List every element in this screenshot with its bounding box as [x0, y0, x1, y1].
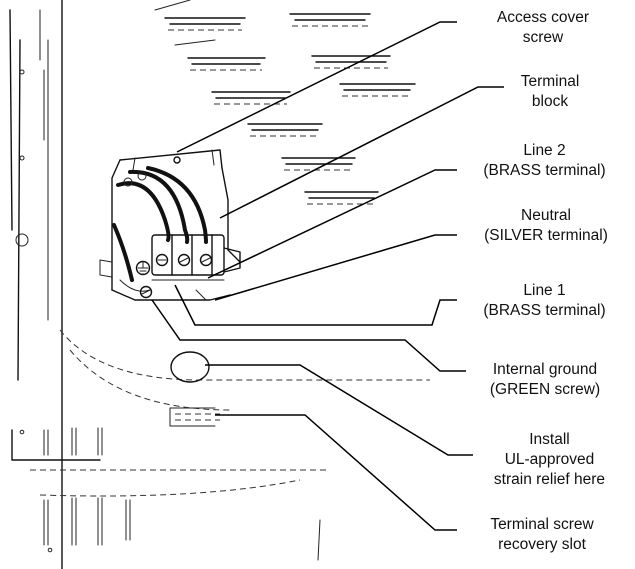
callout-line: (SILVER terminal) [484, 227, 608, 244]
callout-line: Terminal [520, 73, 580, 90]
callout-line: block [531, 93, 569, 110]
callout-line: strain relief here [493, 471, 606, 488]
callout-line-1: Line 1 (BRASS terminal) [462, 281, 627, 321]
terminal-box [99, 149, 241, 301]
ground-screw [135, 260, 153, 299]
leader-internal-ground [151, 299, 466, 372]
callout-line: Internal ground [492, 361, 598, 378]
leader-neutral [214, 234, 457, 301]
callout-line: recovery slot [498, 536, 586, 553]
callout-line: (GREEN screw) [489, 381, 601, 398]
leader-access-cover-screw [176, 21, 457, 153]
callout-line-2: Line 2 (BRASS terminal) [462, 141, 627, 181]
callout-line: Line 2 [523, 142, 566, 159]
callout-strain-relief: Install UL-approved strain relief here [472, 430, 627, 490]
callout-line: Access cover [496, 9, 590, 26]
strain-relief-hole [170, 351, 210, 383]
callout-line: Neutral [521, 207, 571, 224]
callout-line: Install [529, 431, 570, 448]
callout-line: (BRASS terminal) [483, 302, 606, 319]
callout-recovery-slot: Terminal screw recovery slot [462, 515, 622, 555]
callout-terminal-block: Terminal block [490, 72, 610, 112]
leader-terminal-block [219, 86, 504, 219]
callout-line: screw [522, 29, 564, 46]
callout-internal-ground: Internal ground (GREEN screw) [470, 360, 620, 400]
vent-louvres [164, 13, 416, 205]
callout-line: UL-approved [504, 451, 595, 468]
terminal-block-drawing [151, 234, 241, 301]
callout-line: Line 1 [523, 282, 566, 299]
callout-line: Terminal screw [490, 516, 594, 533]
appliance-body [9, 0, 430, 569]
leader-lines [151, 21, 504, 531]
callout-line: (BRASS terminal) [483, 162, 606, 179]
recovery-slot-drawing [169, 407, 220, 427]
wires [112, 166, 208, 282]
leader-line-2 [207, 169, 457, 279]
callout-access-cover-screw: Access cover screw [468, 8, 618, 48]
leader-recovery-slot [215, 414, 457, 531]
callout-neutral: Neutral (SILVER terminal) [462, 206, 630, 246]
leader-line-1 [174, 284, 457, 326]
leader-strain-relief [205, 364, 473, 456]
